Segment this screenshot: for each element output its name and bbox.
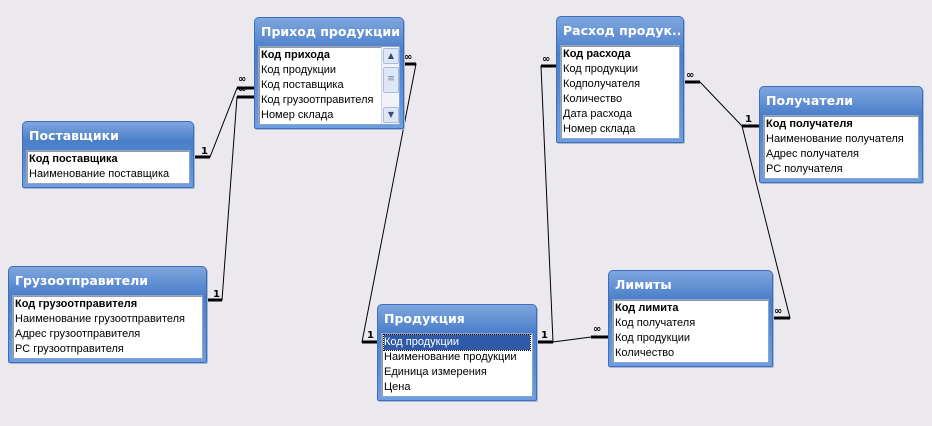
cardinality-many: ∞ xyxy=(774,306,783,317)
field-item[interactable]: Адрес грузоотправителя xyxy=(15,328,141,340)
field-list: Код лимита Код получателя Код продукции … xyxy=(612,299,769,363)
table-title[interactable]: Получатели xyxy=(766,93,854,108)
field-item[interactable]: Код получателя xyxy=(615,317,696,329)
field-item[interactable]: Номер склада xyxy=(261,109,334,121)
field-item[interactable]: Код грузоотправителя xyxy=(15,298,138,310)
field-item-selected[interactable]: Код продукции xyxy=(383,334,531,351)
table-title[interactable]: Расход продук... xyxy=(563,23,680,38)
field-item[interactable]: Единица измерения xyxy=(384,366,487,378)
field-item[interactable]: Код грузоотправителя xyxy=(261,94,374,106)
rel-shippers-income xyxy=(206,96,254,301)
cardinality-one: 1 xyxy=(201,146,208,157)
field-item[interactable]: Наименование грузоотправителя xyxy=(15,313,185,325)
cardinality-one: 1 xyxy=(367,330,374,341)
field-item[interactable]: Код продукции xyxy=(615,332,691,344)
cardinality-one: 1 xyxy=(541,330,548,341)
cardinality-one: 1 xyxy=(745,114,752,125)
field-list: Код грузоотправителя Наименование грузоо… xyxy=(12,295,203,359)
field-item[interactable]: Код продукции xyxy=(563,63,639,75)
field-list: Код получателя Наименование получателя А… xyxy=(763,115,919,179)
table-title[interactable]: Поставщики xyxy=(29,128,119,143)
table-recipients[interactable]: Получатели Код получателя Наименование п… xyxy=(759,86,923,183)
scroll-thumb[interactable]: ≡ xyxy=(383,67,399,93)
cardinality-many: ∞ xyxy=(542,54,551,65)
field-list: Код расхода Код продукции Кодполучателя … xyxy=(560,45,680,139)
field-item[interactable]: Код лимита xyxy=(615,302,679,314)
field-item[interactable]: Код поставщика xyxy=(29,153,118,165)
field-item[interactable]: Код продукции xyxy=(261,64,337,76)
cardinality-many: ∞ xyxy=(238,74,247,85)
table-title[interactable]: Продукция xyxy=(384,311,465,326)
field-item[interactable]: Наименование получателя xyxy=(766,133,904,145)
field-item[interactable]: Адрес получателя xyxy=(766,148,859,160)
table-title[interactable]: Грузоотправители xyxy=(15,273,149,288)
field-item[interactable]: Номер склада xyxy=(563,123,636,135)
scroll-up-icon[interactable]: ▲ xyxy=(383,48,399,64)
cardinality-many: ∞ xyxy=(404,52,413,63)
table-title[interactable]: Лимиты xyxy=(615,277,672,292)
cardinality-many: ∞ xyxy=(593,324,602,335)
field-item[interactable]: Код поставщика xyxy=(261,79,344,91)
cardinality-many: ∞ xyxy=(686,70,695,81)
scrollbar[interactable]: ▲ ≡ ▼ xyxy=(381,47,399,124)
table-products[interactable]: Продукция Код продукции Наименование про… xyxy=(377,304,537,401)
field-item[interactable]: Дата расхода xyxy=(563,108,632,120)
field-item[interactable]: РС получателя xyxy=(766,163,843,175)
field-item[interactable]: Кодполучателя xyxy=(563,78,641,90)
field-item[interactable]: Наименование поставщика xyxy=(29,168,170,180)
rel-products-expense xyxy=(536,65,556,343)
scroll-down-icon[interactable]: ▼ xyxy=(383,107,399,123)
field-item[interactable]: Количество xyxy=(563,93,623,105)
cardinality-one: 1 xyxy=(213,289,220,300)
table-income[interactable]: Приход продукции Код прихода Код продукц… xyxy=(254,17,404,129)
field-item[interactable]: Количество xyxy=(615,347,675,359)
field-list: Код прихода Код продукции Код поставщика… xyxy=(258,46,400,125)
table-limits[interactable]: Лимиты Код лимита Код получателя Код про… xyxy=(608,270,773,367)
table-suppliers[interactable]: Поставщики Код поставщика Наименование п… xyxy=(22,121,194,188)
table-shippers[interactable]: Грузоотправители Код грузоотправителя На… xyxy=(8,266,207,363)
table-expense[interactable]: Расход продук... Код расхода Код продукц… xyxy=(556,16,684,143)
field-item[interactable]: РС грузоотправителя xyxy=(15,343,124,355)
field-item[interactable]: Наименование продукции xyxy=(384,351,517,363)
field-list: Код продукции Наименование продукции Еди… xyxy=(381,333,533,397)
field-list: Код поставщика Наименование поставщика xyxy=(26,150,190,184)
cardinality-many: ∞ xyxy=(238,84,247,95)
field-item[interactable]: Код расхода xyxy=(563,48,631,60)
field-item[interactable]: Цена xyxy=(384,381,411,393)
field-item[interactable]: Код прихода xyxy=(261,49,330,61)
field-item[interactable]: Код получателя xyxy=(766,118,853,130)
table-title[interactable]: Приход продукции xyxy=(261,24,400,39)
